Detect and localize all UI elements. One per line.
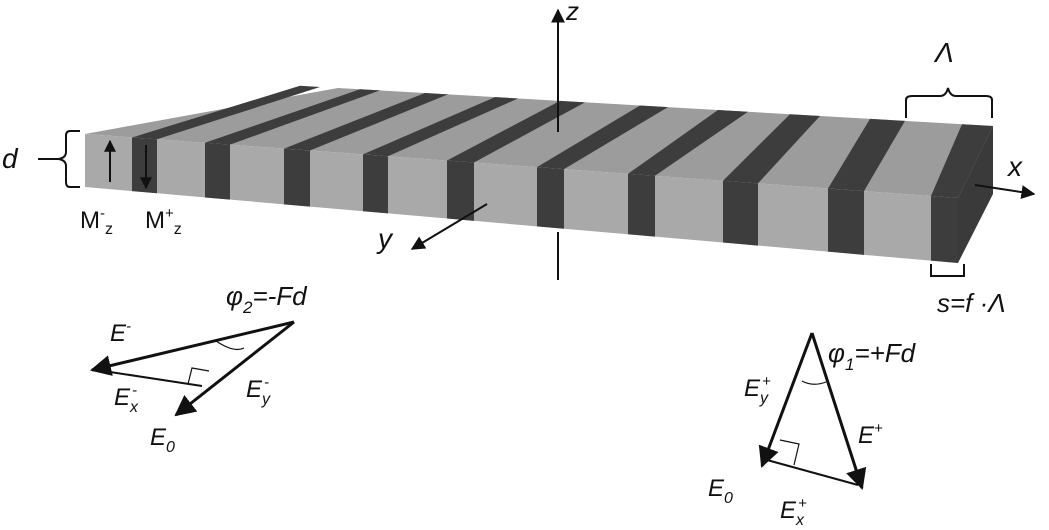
front-dark-stripe bbox=[132, 137, 157, 194]
magnetization-down-label: M-z bbox=[80, 205, 113, 238]
right-Ex-label: Ex+ bbox=[780, 495, 807, 529]
left-Ex-label: Ex- bbox=[114, 382, 139, 416]
front-dark-stripe bbox=[284, 148, 310, 207]
front-dark-stripe bbox=[537, 167, 564, 229]
front-dark-stripe bbox=[931, 196, 958, 263]
z-axis-label: z bbox=[565, 0, 579, 26]
left-E-total-label: E- bbox=[110, 318, 131, 347]
front-dark-stripe bbox=[363, 154, 388, 214]
thickness-bracket bbox=[57, 130, 80, 188]
top-dark-stripe bbox=[363, 97, 518, 157]
left-E0-label: E0 bbox=[150, 424, 175, 456]
right-angle-label: φ1=+Fd bbox=[828, 338, 917, 374]
period-label: Λ bbox=[933, 37, 954, 68]
top-dark-stripe bbox=[205, 89, 380, 145]
left-E-total-vector bbox=[89, 320, 295, 376]
top-dark-stripe bbox=[931, 124, 993, 198]
left-angle-arc bbox=[215, 340, 245, 351]
left-E0-vector bbox=[174, 320, 295, 417]
right-E-total-vector bbox=[810, 332, 867, 490]
x-axis-label: x bbox=[1006, 151, 1023, 182]
y-axis-label: y bbox=[376, 223, 394, 254]
left-field-triangle: φ2=-Fd E- Ex- Ey- E0 bbox=[89, 281, 308, 456]
slab-front-stripes bbox=[132, 137, 958, 263]
front-dark-stripe bbox=[447, 160, 474, 221]
top-dark-stripe bbox=[132, 85, 320, 140]
top-dark-stripe bbox=[723, 114, 820, 184]
front-dark-stripe bbox=[628, 173, 655, 237]
right-E0-label: E0 bbox=[708, 475, 733, 507]
left-Ex-vector bbox=[96, 369, 203, 387]
periodic-magnetic-slab bbox=[85, 85, 993, 263]
left-Ey-label: Ey- bbox=[246, 374, 271, 408]
right-Ey-label: Ey+ bbox=[744, 373, 771, 407]
right-E0-vector bbox=[758, 332, 814, 468]
thickness-label: d bbox=[2, 143, 19, 174]
front-dark-stripe bbox=[828, 188, 864, 255]
slab-right-side-face bbox=[958, 126, 993, 263]
top-dark-stripe bbox=[537, 105, 668, 170]
y-axis bbox=[410, 203, 488, 250]
stripe-label: s=f ·Λ bbox=[937, 288, 1006, 318]
right-E-total-label: E+ bbox=[858, 420, 883, 449]
top-dark-stripe bbox=[447, 100, 585, 163]
right-right-angle-marker bbox=[779, 439, 800, 466]
top-dark-stripe bbox=[628, 110, 748, 176]
stripe-bracket bbox=[930, 264, 965, 277]
front-dark-stripe bbox=[723, 180, 758, 246]
right-Ex-vector bbox=[766, 459, 859, 486]
left-right-angle-marker bbox=[187, 367, 210, 385]
top-dark-stripe bbox=[284, 93, 448, 151]
x-axis bbox=[974, 184, 1036, 200]
front-dark-stripe bbox=[205, 142, 230, 200]
period-bracket bbox=[905, 87, 993, 118]
top-dark-stripe bbox=[828, 118, 905, 192]
left-angle-label: φ2=-Fd bbox=[226, 281, 308, 317]
slab-top-stripes bbox=[132, 85, 993, 198]
right-field-triangle: φ1=+Fd Ey+ E+ E0 Ex+ bbox=[708, 332, 917, 529]
magnetization-up-label: M+z bbox=[145, 205, 182, 238]
right-angle-arc bbox=[801, 380, 827, 385]
